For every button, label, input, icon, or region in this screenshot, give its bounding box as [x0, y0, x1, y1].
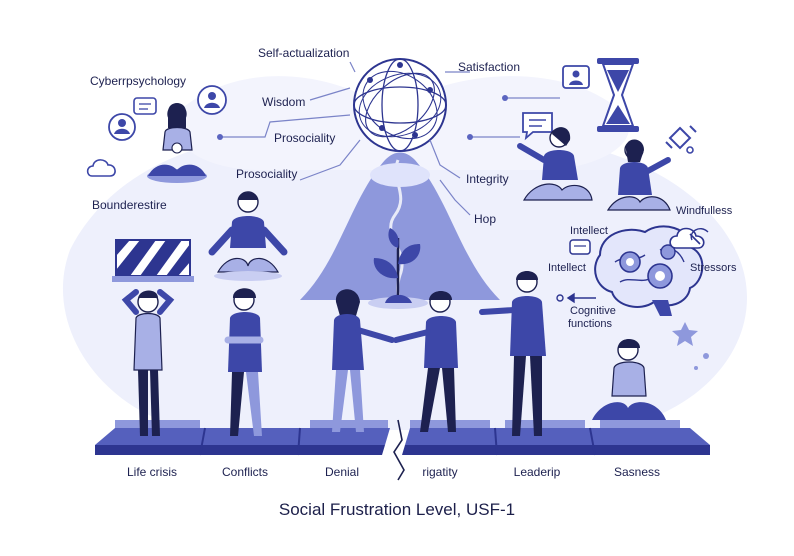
- chat-bubble-icon: [522, 112, 553, 141]
- label-windfulness: Windfulless: [676, 205, 733, 217]
- label-prosociality-1: Prosociality: [274, 131, 336, 145]
- step-label-conflicts: Conflicts: [221, 465, 268, 479]
- stairs-platform: [95, 419, 710, 481]
- label-hop: Hop: [474, 212, 497, 226]
- person-meditating-center: [208, 191, 288, 281]
- person-stressed: [121, 289, 175, 436]
- person-sitting-far-right: [606, 139, 671, 211]
- intellect-chat-icon: [569, 239, 591, 255]
- clouds-icon: [669, 227, 709, 249]
- person-sitting-sad: [592, 339, 666, 420]
- label-self-actualization: Self-actualization: [258, 46, 350, 60]
- person-handshake-woman: [332, 289, 395, 432]
- caption: Social Frustration Level, USF-1: [278, 500, 516, 519]
- sparkle-dot: [703, 353, 709, 359]
- label-prosociality-2: Prosociality: [236, 167, 298, 181]
- step-label-denial: Denial: [324, 465, 360, 479]
- puzzle-icon: [665, 125, 697, 154]
- step-label-leaderip: Leaderip: [513, 465, 561, 479]
- sparkle-dot-2: [694, 366, 698, 370]
- arrow-left-icon: [556, 292, 596, 304]
- person-leader: [479, 271, 546, 436]
- sprout-icon: [368, 228, 428, 309]
- connector-lines: [220, 61, 560, 216]
- label-bounderestire: Bounderestire: [92, 198, 167, 212]
- label-cognitive: Cognitive: [570, 305, 616, 317]
- user-circle-icon: [108, 113, 136, 141]
- label-integrity: Integrity: [466, 172, 509, 186]
- glow: [370, 163, 430, 187]
- person-arms-crossed: [224, 288, 264, 436]
- globe-network-icon: [353, 58, 447, 152]
- step-label-rigatity: rigatity: [422, 465, 458, 479]
- hourglass-icon: [597, 58, 639, 132]
- label-intellect-1: Intellect: [570, 225, 608, 237]
- step-label-sasness: Sasness: [613, 465, 661, 479]
- person-sitting-right: [517, 127, 593, 201]
- connector-dots: [217, 95, 508, 140]
- star-icon: [672, 322, 698, 346]
- label-wisdom: Wisdom: [262, 95, 306, 109]
- label-intellect-2: Intellect: [548, 262, 586, 274]
- label-stressors: Stressors: [690, 262, 737, 274]
- cloud-icon: [86, 159, 116, 177]
- label-cyberpsychology: Cyberrpsychology: [90, 74, 187, 88]
- person-meditating-top-left: [147, 103, 207, 183]
- user-circle-icon-2: [197, 85, 227, 115]
- user-card-icon: [562, 65, 590, 89]
- barrier-icon: [112, 239, 194, 282]
- person-handshake-man: [393, 291, 458, 432]
- crack: [393, 419, 405, 481]
- label-functions: functions: [568, 318, 613, 330]
- chat-bubble-icon-left: [133, 97, 157, 115]
- mountain-icon: [300, 152, 500, 300]
- label-satisfaction: Satisfaction: [458, 60, 521, 74]
- step-label-life-crisis: Life crisis: [126, 465, 177, 479]
